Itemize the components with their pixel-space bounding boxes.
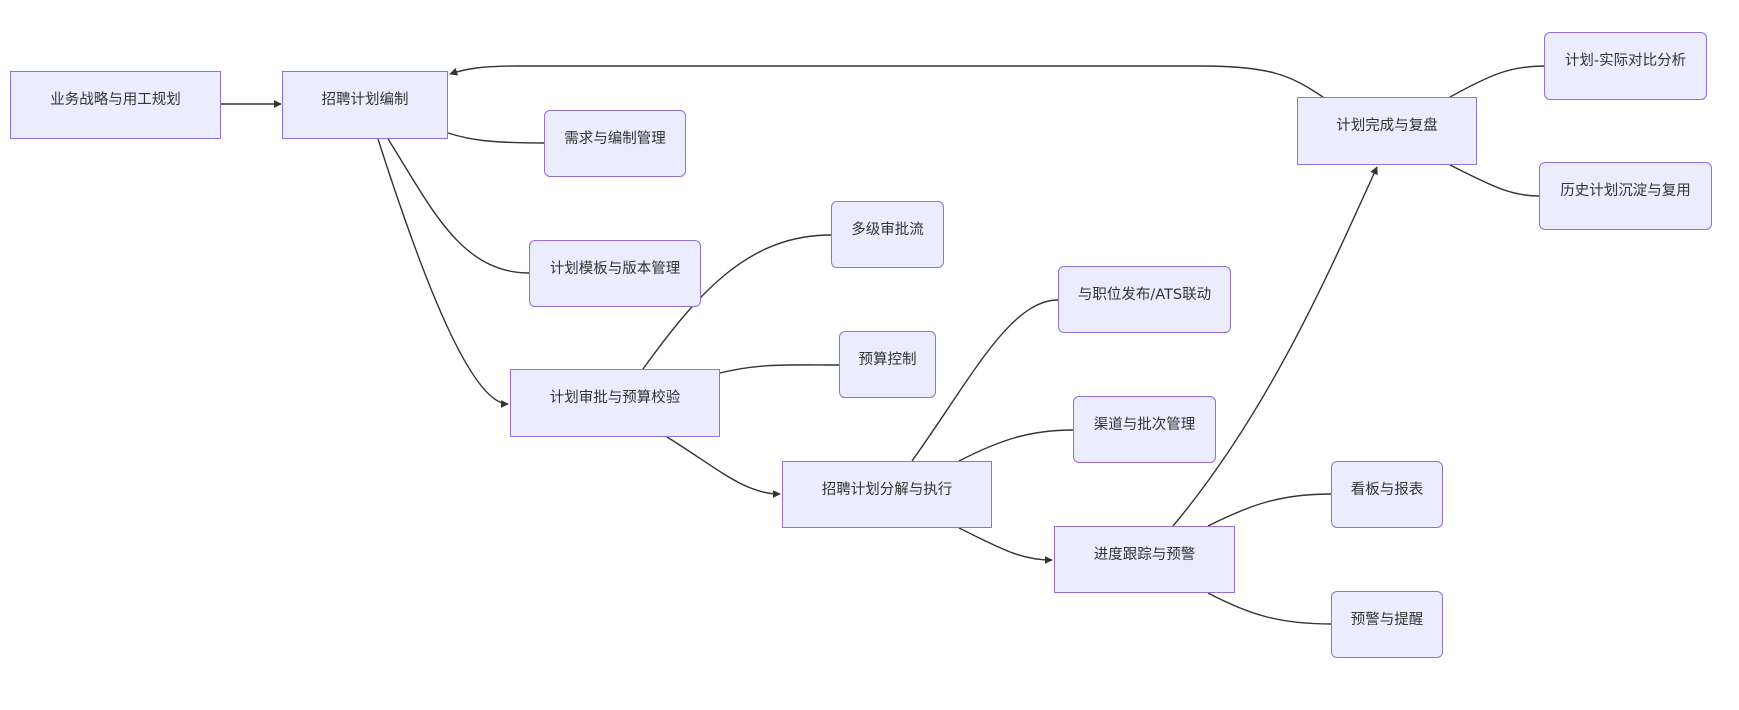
edge-compile-to-demand: [447, 132, 545, 144]
node-label: 业务战略与用工规划: [50, 92, 181, 108]
node-alert[interactable]: 预警与提醒: [1331, 591, 1443, 658]
edge-track-to-review: [1172, 166, 1378, 527]
node-channel[interactable]: 渠道与批次管理: [1073, 396, 1216, 463]
edge-review-to-compare: [1449, 65, 1545, 98]
node-label: 多级审批流: [851, 222, 924, 238]
edge-track-to-dashboard: [1207, 493, 1332, 527]
node-review[interactable]: 计划完成与复盘: [1297, 97, 1477, 165]
node-track[interactable]: 进度跟踪与预警: [1054, 526, 1235, 593]
edge-track-to-alert: [1207, 592, 1332, 625]
node-demand[interactable]: 需求与编制管理: [544, 110, 686, 177]
edge-execute-to-track: [958, 527, 1053, 564]
edge-review-to-reuse: [1449, 164, 1540, 197]
node-label: 与职位发布/ATS联动: [1077, 287, 1212, 303]
node-template[interactable]: 计划模板与版本管理: [529, 240, 701, 307]
edge-execute-to-channel: [958, 429, 1074, 462]
node-reuse[interactable]: 历史计划沉淀与复用: [1539, 162, 1712, 230]
node-execute[interactable]: 招聘计划分解与执行: [782, 461, 992, 528]
node-multiapprove[interactable]: 多级审批流: [831, 201, 944, 268]
node-label: 计划完成与复盘: [1336, 118, 1438, 134]
node-label: 渠道与批次管理: [1093, 417, 1196, 433]
node-label: 历史计划沉淀与复用: [1560, 183, 1691, 199]
node-label: 计划审批与预算校验: [549, 390, 681, 406]
node-label: 需求与编制管理: [564, 131, 666, 147]
node-label: 预警与提醒: [1350, 612, 1424, 628]
edge-approve-to-budget: [719, 364, 840, 374]
node-label: 招聘计划编制: [321, 92, 409, 108]
node-budget[interactable]: 预算控制: [839, 331, 936, 398]
node-label: 进度跟踪与预警: [1093, 547, 1196, 563]
edge-execute-to-ats: [911, 299, 1059, 462]
node-label: 看板与报表: [1350, 482, 1424, 498]
edge-approve-to-multiapprove: [642, 234, 832, 370]
edge-review-to-compile: [449, 65, 1324, 98]
edge-approve-to-execute: [666, 436, 781, 498]
node-approve[interactable]: 计划审批与预算校验: [510, 369, 720, 437]
edge-compile-to-approve: [377, 138, 509, 408]
node-dashboard[interactable]: 看板与报表: [1331, 461, 1443, 528]
edge-compile-to-template: [387, 138, 530, 274]
node-label: 计划模板与版本管理: [549, 261, 681, 277]
node-label: 招聘计划分解与执行: [821, 482, 953, 498]
node-ats[interactable]: 与职位发布/ATS联动: [1058, 266, 1231, 333]
node-label: 预算控制: [858, 352, 917, 368]
node-label: 计划-实际对比分析: [1564, 53, 1687, 69]
node-strategy[interactable]: 业务战略与用工规划: [10, 71, 221, 139]
node-compile[interactable]: 招聘计划编制: [282, 71, 448, 139]
node-compare[interactable]: 计划-实际对比分析: [1544, 32, 1707, 100]
